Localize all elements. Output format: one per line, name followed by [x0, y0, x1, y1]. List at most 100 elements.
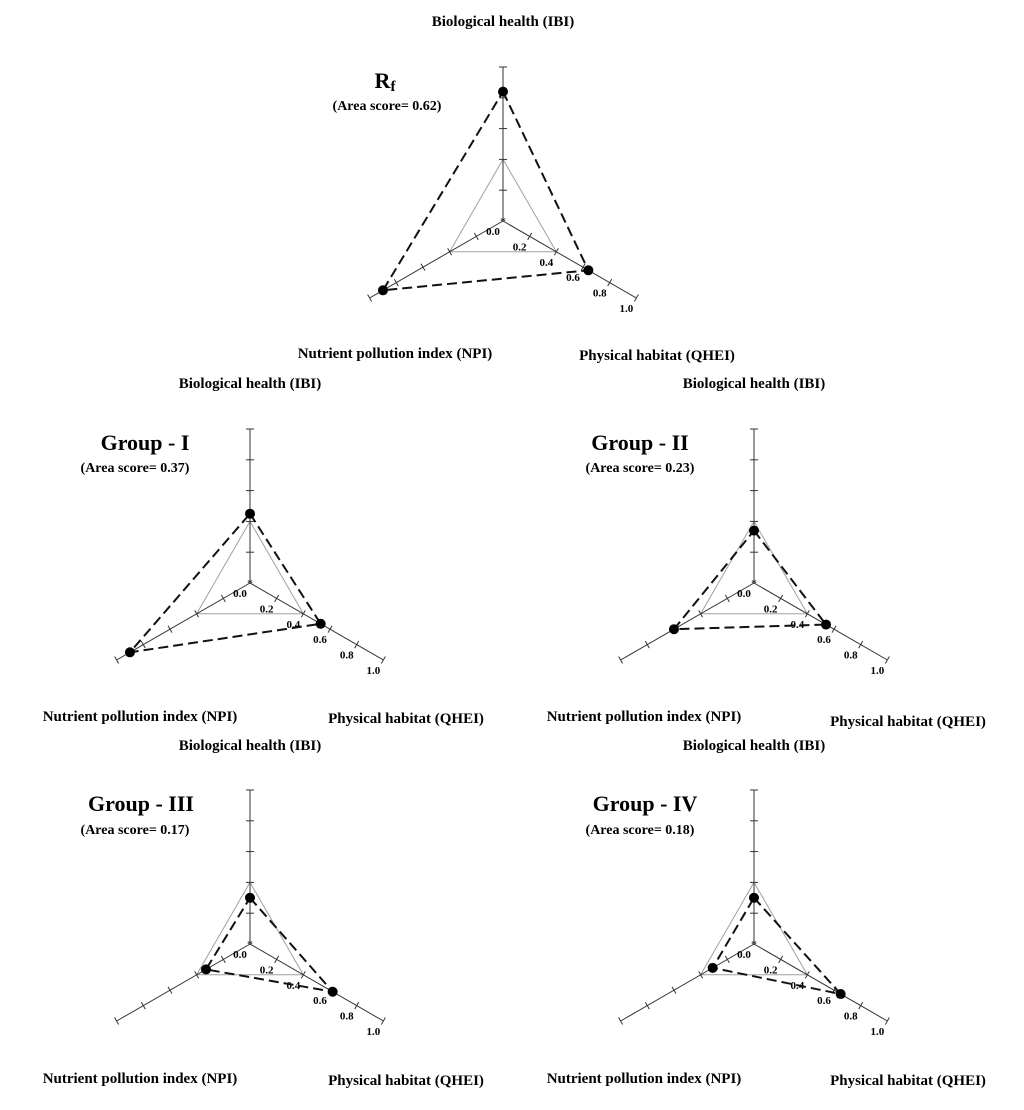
axis-line — [502, 220, 637, 299]
data-point — [835, 989, 846, 1000]
axis-tick — [698, 610, 704, 618]
area-score: (Area score= 0.62) — [333, 99, 442, 114]
area-score: (Area score= 0.37) — [81, 461, 190, 476]
axis-tick — [194, 610, 200, 618]
axis-tick — [618, 1017, 624, 1025]
tick-label: 1.0 — [366, 665, 380, 677]
tick-label: 0.0 — [486, 226, 500, 238]
tick-label: 0.2 — [764, 964, 778, 976]
axis-line — [753, 943, 888, 1022]
axis-tick — [724, 594, 730, 603]
axis-line — [620, 943, 755, 1022]
axis-label-ibi: Biological health (IBI) — [432, 14, 575, 30]
tick-label: 0.0 — [737, 949, 751, 961]
tick-label: 0.8 — [844, 1011, 858, 1023]
tick-label: 0.0 — [233, 588, 247, 600]
tick-label: 0.8 — [340, 650, 354, 662]
axis-tick — [553, 248, 559, 256]
axis-tick — [220, 955, 226, 964]
axis-label-qhei: Physical habitat (QHEI) — [328, 711, 484, 727]
axis-label-qhei: Physical habitat (QHEI) — [328, 1073, 484, 1089]
data-point — [583, 265, 594, 276]
axis-tick — [778, 594, 784, 603]
axis-tick — [114, 1017, 120, 1025]
tick-label: 0.6 — [313, 995, 327, 1007]
area-score: (Area score= 0.18) — [586, 823, 695, 838]
axis-tick — [274, 594, 280, 603]
axis-line — [753, 582, 888, 661]
grid-triangle — [195, 881, 305, 976]
data-point — [498, 86, 508, 97]
tick-label: 0.4 — [539, 257, 553, 269]
tick-label: 1.0 — [366, 1026, 380, 1038]
axis-tick — [274, 955, 280, 964]
axis-tick — [167, 625, 173, 633]
tick-label: 0.8 — [593, 288, 607, 300]
axis-tick — [380, 656, 386, 664]
axis-tick — [114, 656, 120, 664]
tick-label: 0.4 — [790, 619, 804, 631]
axis-tick — [698, 971, 704, 979]
data-point — [749, 525, 759, 536]
axis-tick — [367, 294, 373, 302]
grid-triangle — [448, 158, 558, 253]
axis-tick — [804, 610, 810, 618]
axis-tick — [804, 971, 810, 979]
chart-title: Rf — [375, 68, 397, 95]
grid-triangle — [195, 520, 305, 615]
tick-label: 0.4 — [286, 980, 300, 992]
axis-tick — [884, 656, 890, 664]
axis-label-qhei: Physical habitat (QHEI) — [830, 1073, 986, 1089]
axis-tick — [858, 640, 864, 649]
axis-label-qhei: Physical habitat (QHEI) — [579, 348, 735, 364]
data-point — [668, 624, 679, 635]
axis-tick — [327, 625, 333, 633]
tick-label: 0.0 — [737, 588, 751, 600]
axis-tick — [354, 640, 360, 649]
chart-title: Group - I — [101, 430, 190, 455]
axis-tick — [300, 971, 306, 979]
axis-tick — [420, 263, 426, 271]
chart-title: Group - IV — [593, 791, 698, 816]
axis-label-ibi: Biological health (IBI) — [683, 738, 826, 754]
data-point — [377, 285, 388, 296]
axis-label-qhei: Physical habitat (QHEI) — [830, 714, 986, 730]
data-point — [327, 986, 338, 997]
axis-tick — [644, 640, 650, 649]
axis-tick — [618, 656, 624, 664]
tick-label: 0.2 — [260, 603, 274, 615]
axis-tick — [607, 278, 613, 287]
data-point — [245, 892, 255, 903]
axis-tick — [671, 986, 677, 994]
chart-title-subscript: f — [390, 79, 396, 95]
data-point — [315, 618, 326, 629]
center-marker: * — [751, 576, 757, 590]
center-marker: * — [247, 576, 253, 590]
axis-label-npi: Nutrient pollution index (NPI) — [547, 1071, 742, 1087]
chart-title: Group - II — [591, 430, 688, 455]
tick-label: 0.2 — [764, 603, 778, 615]
axis-tick — [140, 1001, 146, 1010]
tick-label: 0.6 — [817, 634, 831, 646]
chart-title: Group - III — [88, 791, 194, 816]
axis-label-ibi: Biological health (IBI) — [179, 738, 322, 754]
series-polygon — [711, 896, 844, 996]
data-point — [200, 964, 211, 975]
series-polygon — [127, 512, 323, 654]
axis-tick — [580, 263, 586, 271]
axis-line — [620, 582, 755, 661]
axis-line — [116, 582, 251, 661]
data-point — [245, 508, 255, 519]
axis-label-npi: Nutrient pollution index (NPI) — [43, 709, 238, 725]
axis-tick — [858, 1001, 864, 1010]
data-point — [749, 892, 759, 903]
axis-tick — [380, 1017, 386, 1025]
tick-label: 0.6 — [817, 995, 831, 1007]
axis-line — [116, 943, 251, 1022]
series-polygon — [671, 529, 828, 631]
axis-tick — [447, 248, 453, 256]
